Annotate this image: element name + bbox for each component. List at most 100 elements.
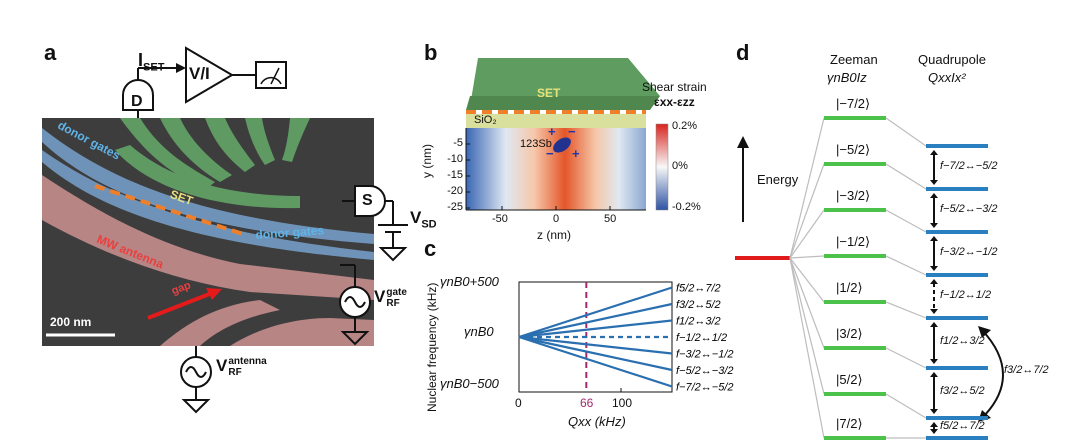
c-ytick-top: γnB0+500	[440, 274, 499, 289]
zeeman-state-label-4: |1/2⟩	[836, 280, 863, 295]
transition-label-5: f3/2↔5/2	[940, 385, 985, 397]
panel-label-b: b	[424, 40, 438, 65]
transition-head-down-6	[930, 429, 938, 434]
energy-label: Energy	[757, 172, 799, 187]
zeeman-state-label-6: |5/2⟩	[836, 372, 863, 387]
transition-head-up-1	[930, 193, 938, 198]
donor-atom	[553, 137, 571, 153]
fan-line-5	[789, 257, 825, 349]
b-ytick-1: -10	[447, 153, 463, 165]
ground-icon	[378, 247, 408, 262]
series-label-0: f5/2↔7/2	[676, 283, 721, 295]
c-xlabel: Qxx (kHz)	[568, 414, 626, 429]
transition-head-down-5	[930, 409, 938, 414]
transition-label-3: f−1/2↔1/2	[940, 288, 992, 301]
transition-head-up-0	[930, 150, 938, 155]
series-label-6: f−7/2↔−5/2	[676, 382, 734, 394]
amplifier-icon	[185, 46, 234, 104]
fan-line-6	[789, 257, 825, 395]
transition-head-down-2	[930, 266, 938, 271]
zeeman-state-label-1: |−5/2⟩	[836, 142, 871, 157]
series-line-2	[518, 319, 673, 339]
mw-antenna-shape	[42, 175, 374, 346]
transition-head-up-6	[930, 422, 938, 427]
s-terminal	[354, 185, 386, 217]
zeeman-state-label-3: |−1/2⟩	[836, 234, 871, 249]
panel-label-d: d	[736, 40, 750, 65]
series-label-3: f−1/2↔1/2	[676, 332, 727, 344]
isotope-label: 123Sb	[520, 138, 552, 150]
zeeman-title: Zeeman	[830, 52, 878, 67]
long-transition-label: f3/2↔7/2	[1004, 364, 1049, 376]
transition-head-up-4	[930, 322, 938, 327]
b-xtick-2: 50	[604, 213, 617, 225]
transition-head-down-0	[930, 180, 938, 185]
series-line-1	[518, 302, 673, 339]
fan-line-1	[789, 163, 825, 259]
shift-line-3	[885, 255, 927, 276]
transition-head-down-4	[930, 359, 938, 364]
charge-minus-1: −	[568, 124, 576, 139]
quadrupole-formula: QxxIx²	[928, 70, 966, 85]
shift-line-6	[885, 393, 927, 419]
d-label: D	[131, 93, 143, 110]
series-line-6	[518, 335, 673, 388]
fan-line-2	[789, 209, 825, 259]
b-ytick-3: -20	[447, 185, 463, 197]
b-y-ticks	[466, 143, 470, 209]
series-label-5: f−5/2↔−3/2	[676, 365, 734, 377]
b-ytick-4: -25	[447, 201, 463, 213]
charge-plus-2: +	[572, 146, 580, 161]
series-label-2: f1/2↔3/2	[676, 316, 721, 328]
transition-head-down-3	[930, 309, 938, 314]
shift-line-2	[885, 209, 927, 233]
zeeman-state-label-7: |7/2⟩	[836, 416, 863, 431]
vsd-label: VSD	[410, 208, 437, 231]
shear-strain-formula: εxx-εzz	[654, 95, 695, 109]
c-xtick-0: 0	[515, 396, 522, 410]
shift-line-0	[885, 117, 927, 147]
transition-head-up-2	[930, 236, 938, 241]
series-label-1: f3/2↔5/2	[676, 299, 721, 311]
b-x-ticks	[501, 206, 611, 210]
series-line-0	[518, 286, 673, 339]
i-set-label: ISET	[138, 50, 165, 74]
b-xlabel: z (nm)	[537, 228, 571, 242]
set-dashed-line	[94, 184, 247, 237]
set-device-3d	[470, 58, 660, 106]
b-xtick-1: 0	[553, 213, 560, 225]
set-leads	[115, 118, 310, 209]
sio2-label: SiO₂	[474, 114, 497, 126]
shift-line-1	[885, 163, 927, 190]
scale-bar-label: 200 nm	[50, 315, 92, 329]
donor-gates	[42, 128, 374, 260]
zeeman-state-label-0: |−7/2⟩	[836, 96, 871, 111]
long-transition-arrow	[981, 329, 1004, 419]
zeeman-state-label-5: |3/2⟩	[836, 326, 863, 341]
transition-label-0: f−7/2↔−5/2	[940, 159, 998, 172]
gap-arrow	[147, 291, 213, 320]
shear-strain-title: Shear strain	[642, 80, 707, 94]
transition-head-up-5	[930, 372, 938, 377]
fan-line-0	[789, 117, 825, 259]
c-ytick-bottom: γnB0−500	[440, 376, 499, 391]
fan-line-3	[789, 255, 825, 259]
quadrupole-title: Quadrupole	[918, 52, 986, 67]
charge-plus-1: +	[548, 124, 556, 139]
series-label-4: f−3/2↔−1/2	[676, 349, 734, 361]
transition-head-up-3	[930, 279, 938, 284]
converter-label: V/I	[189, 64, 210, 83]
zeeman-formula: γnB0Iz	[827, 70, 867, 85]
c-xtick-66: 66	[580, 396, 594, 410]
series-line-4	[518, 335, 673, 355]
shift-line-4	[885, 301, 927, 319]
shift-line-5	[885, 347, 927, 369]
transition-label-2: f−3/2↔−1/2	[940, 245, 998, 258]
c-xtick-100: 100	[612, 396, 633, 410]
transition-label-4: f1/2↔3/2	[940, 335, 985, 347]
